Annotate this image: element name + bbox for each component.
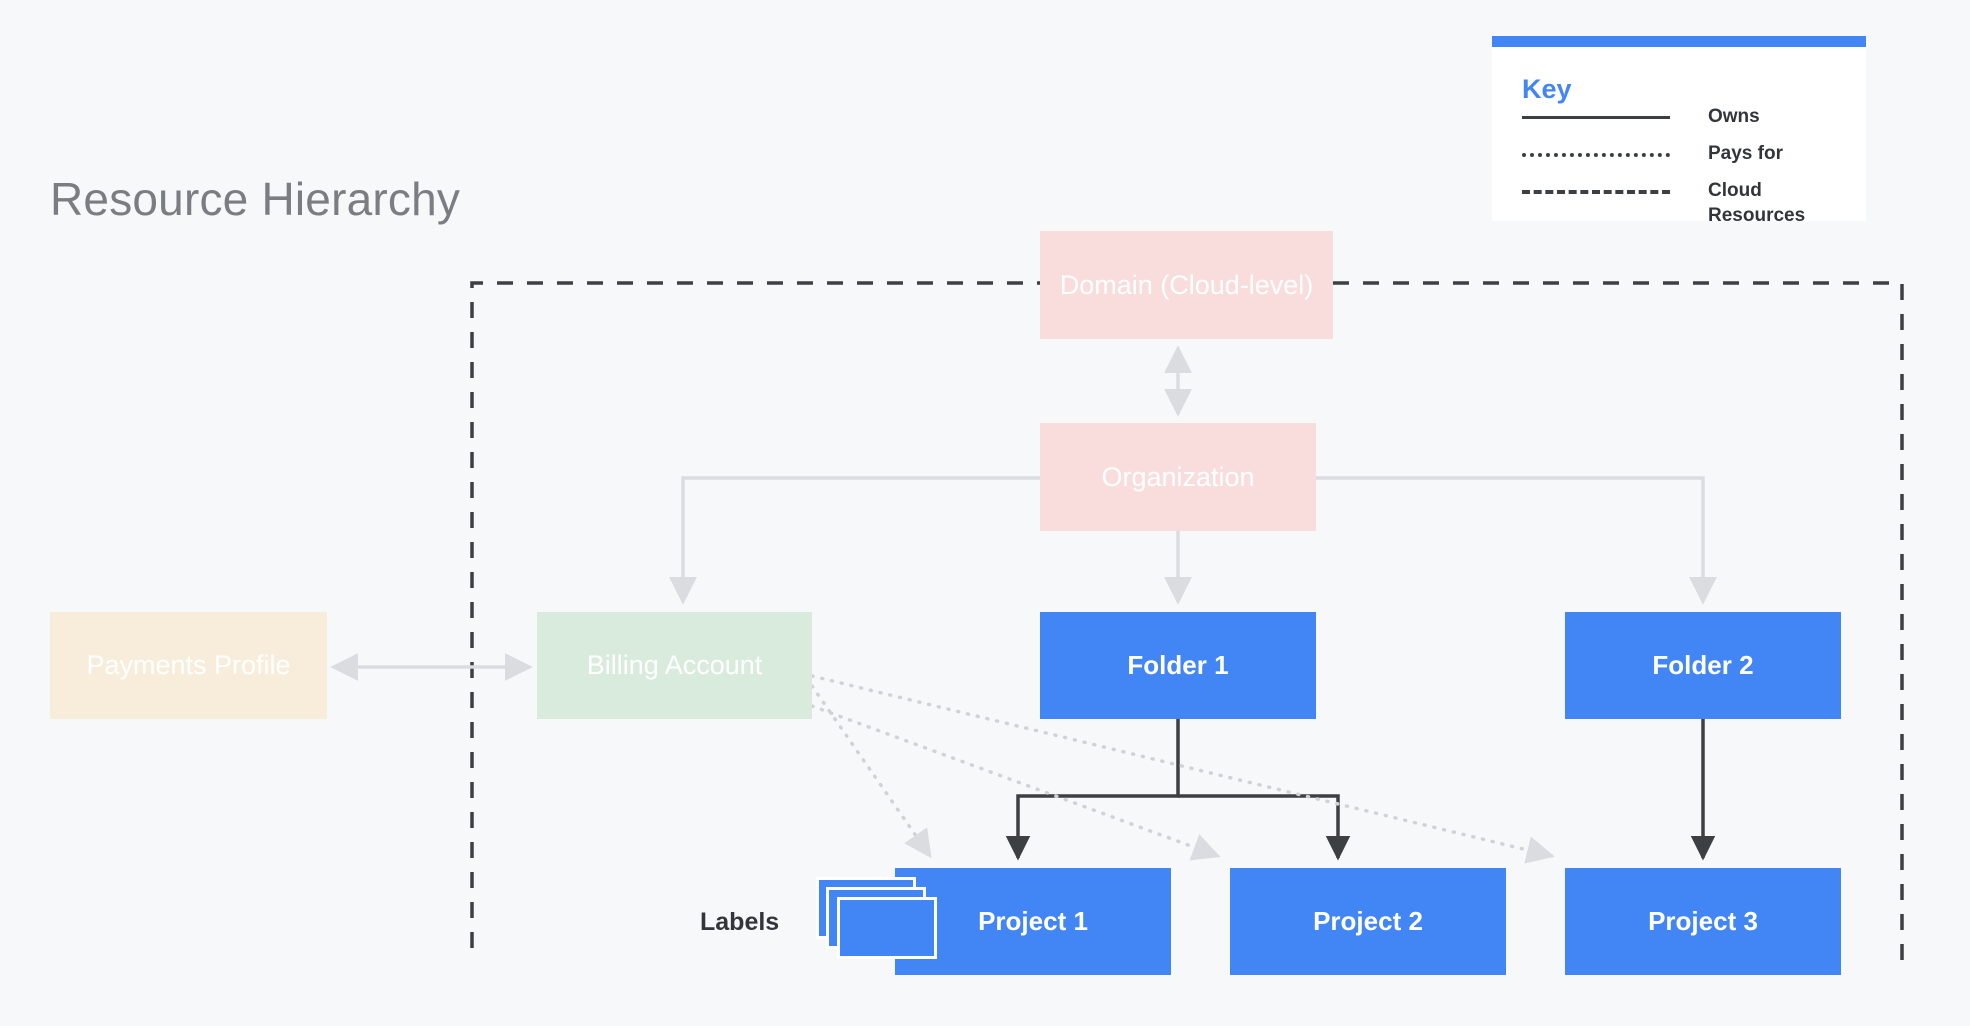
edge-folder1-project1	[1005, 718, 1180, 861]
key-legend: Key Owns Pays for Cloud Resources	[1492, 36, 1866, 226]
edge-folder1-project2	[1178, 794, 1351, 861]
solid-line-icon	[1522, 116, 1670, 119]
node-payments-profile-label: Payments Profile	[86, 650, 291, 680]
edge-billing-pays-project1	[810, 684, 932, 859]
node-project-2[interactable]: Project 2	[1230, 868, 1506, 975]
dotted-line-icon	[1522, 153, 1670, 157]
node-billing-account-label: Billing Account	[586, 650, 763, 680]
node-project-1-label: Project 1	[978, 906, 1088, 936]
node-folder-2[interactable]: Folder 2	[1565, 612, 1841, 719]
key-title: Key	[1522, 74, 1572, 104]
node-project-3-label: Project 3	[1648, 906, 1758, 936]
node-payments-profile[interactable]: Payments Profile	[50, 612, 327, 719]
node-folder-1-label: Folder 1	[1127, 650, 1229, 680]
node-organization-label: Organization	[1101, 461, 1255, 492]
labels-text: Labels	[700, 908, 780, 936]
node-domain-label: Domain (Cloud-level)	[1059, 269, 1314, 300]
node-project-2-label: Project 2	[1313, 906, 1423, 936]
node-project-3[interactable]: Project 3	[1565, 868, 1841, 975]
labels-card-front	[837, 897, 937, 959]
page-title: Resource Hierarchy	[50, 173, 461, 225]
key-label-pays-for: Pays for	[1708, 143, 1783, 164]
labels-stack-icon	[816, 877, 941, 959]
key-accent-bar	[1492, 36, 1866, 47]
node-organization[interactable]: Organization	[1040, 423, 1316, 531]
key-label-owns: Owns	[1708, 106, 1760, 127]
dashed-line-icon	[1522, 190, 1670, 194]
edge-billing-pays-project2	[810, 704, 1221, 861]
node-domain[interactable]: Domain (Cloud-level)	[1040, 231, 1333, 339]
node-folder-1[interactable]: Folder 1	[1040, 612, 1316, 719]
node-folder-2-label: Folder 2	[1652, 650, 1754, 680]
key-label-cloud-resources: Cloud Resources	[1708, 180, 1806, 226]
node-billing-account[interactable]: Billing Account	[537, 612, 812, 719]
node-project-1[interactable]: Project 1	[895, 868, 1171, 975]
